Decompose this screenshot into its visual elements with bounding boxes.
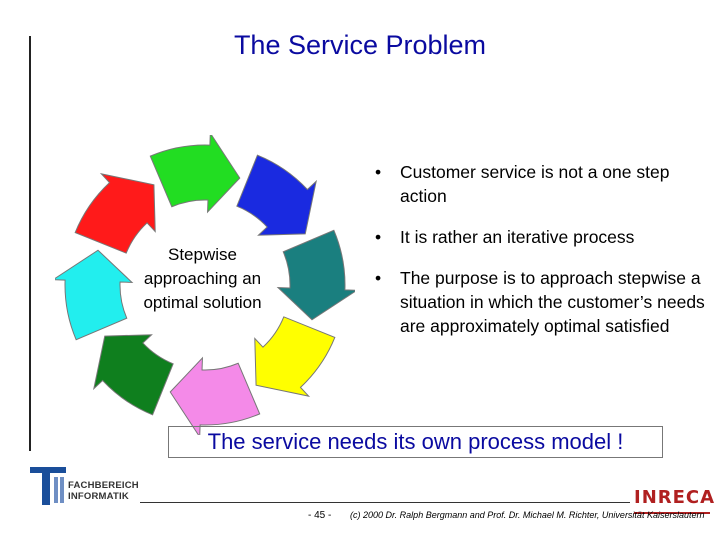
cycle-arrow — [236, 154, 317, 236]
fachbereich-logo: FACHBEREICH INFORMATIK — [30, 465, 145, 507]
slide-title: The Service Problem — [233, 30, 487, 60]
cycle-arrow — [254, 316, 336, 397]
inreca-wordmark: INRECA — [634, 487, 716, 508]
cycle-arrow — [74, 173, 156, 254]
bullet-item: • It is rather an iterative process — [370, 225, 705, 249]
inreca-logo: INRECA — [632, 482, 714, 522]
cycle-arrow — [149, 135, 241, 214]
copyright-notice: (c) 2000 Dr. Ralph Bergmann and Prof. Dr… — [350, 510, 705, 520]
inreca-underline-icon — [634, 512, 710, 514]
logo-line-1: FACHBEREICH — [68, 480, 139, 491]
bullet-marker: • — [375, 268, 382, 288]
emphasis-box: The service needs its own process model … — [168, 426, 663, 458]
university-emblem-icon — [30, 467, 66, 505]
logo-line-2: INFORMATIK — [68, 491, 129, 502]
fachbereich-text: FACHBEREICH INFORMATIK — [68, 480, 139, 502]
cycle-arrow — [55, 249, 134, 341]
bullet-marker: • — [375, 162, 382, 182]
cycle-arrow — [169, 356, 261, 435]
footer-divider — [140, 502, 630, 503]
bullet-text: Customer service is not a one step actio… — [400, 162, 670, 206]
cycle-arrow — [93, 334, 174, 416]
left-vertical-rule — [29, 36, 31, 451]
bullet-text: It is rather an iterative process — [400, 227, 635, 247]
bullet-list: • Customer service is not a one step acti… — [370, 160, 705, 355]
page-number: - 45 - — [308, 510, 332, 521]
cycle-diagram — [55, 135, 355, 435]
bullet-item: • Customer service is not a one step acti… — [370, 160, 705, 208]
bullet-marker: • — [375, 227, 382, 247]
cycle-arrow — [276, 229, 355, 321]
bullet-text: The purpose is to approach stepwise a si… — [400, 268, 705, 336]
bullet-item: • The purpose is to approach stepwise a s… — [370, 266, 705, 338]
cycle-center-label: Stepwise approaching an optimal solution — [143, 245, 262, 312]
